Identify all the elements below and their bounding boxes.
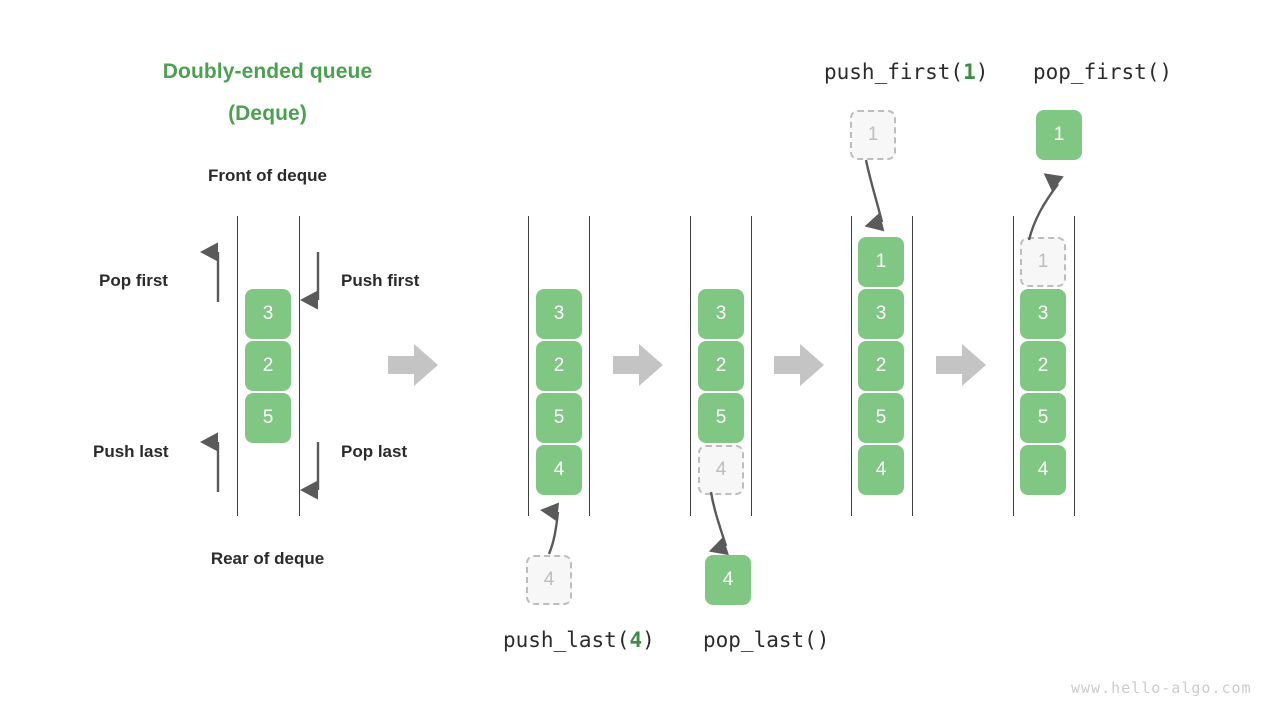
queue-cell: 2 <box>858 341 904 391</box>
queue-cell: 3 <box>858 289 904 339</box>
stage3-boxes: 1 3 2 5 4 <box>1020 237 1066 495</box>
queue-cell: 5 <box>536 393 582 443</box>
step-arrow-3-icon <box>936 344 986 386</box>
queue-cell: 3 <box>1020 289 1066 339</box>
caption-push-first: push_first(1) <box>824 60 988 84</box>
queue-cell: 4 <box>536 445 582 495</box>
queue-cell: 4 <box>1020 445 1066 495</box>
queue-cell: 2 <box>698 341 744 391</box>
push-first-text: Push first <box>341 271 420 290</box>
queue-cell: 4 <box>858 445 904 495</box>
caption-push-first-arg: 1 <box>963 60 976 84</box>
push-first-label: Push first <box>341 271 419 291</box>
stage3-rail-left <box>1013 216 1014 516</box>
queue-cell: 1 <box>858 237 904 287</box>
stage3-external-cell: 1 <box>1036 110 1082 160</box>
caption-push-first-prefix: push_first( <box>824 60 964 84</box>
step-arrow-1-icon <box>613 344 663 386</box>
queue-cell-removed: 4 <box>698 445 744 495</box>
stage1-boxes: 3 2 5 4 <box>698 289 744 495</box>
pop-last-label: Pop last <box>341 442 407 462</box>
stage0-rail-left <box>528 216 529 516</box>
stage2-rail-left <box>851 216 852 516</box>
stage3-remove-arrow <box>1027 173 1064 241</box>
stage1-remove-arrow <box>708 491 729 556</box>
title-text-sub: (Deque) <box>228 102 307 125</box>
pop-first-text: Pop first <box>99 271 168 290</box>
legend-rail-right <box>299 216 300 516</box>
queue-cell: 5 <box>245 393 291 443</box>
stage1-rail-right <box>751 216 752 516</box>
step-arrow-2-icon <box>774 344 824 386</box>
stage3-rail-right <box>1074 216 1075 516</box>
stage0-insert-arrow <box>540 502 560 555</box>
stage0-rail-right <box>589 216 590 516</box>
diagram-title-line2: (Deque) <box>0 94 535 134</box>
rear-of-deque-label: Rear of deque <box>0 549 535 569</box>
step-arrow-0-icon <box>388 344 438 386</box>
stage2-boxes: 1 3 2 5 4 <box>858 237 904 495</box>
queue-cell: 2 <box>1020 341 1066 391</box>
watermark-text: www.hello-algo.com <box>1071 679 1252 697</box>
queue-cell: 3 <box>245 289 291 339</box>
stage2-insert-arrow <box>864 159 885 232</box>
legend-op-arrows <box>200 242 320 500</box>
queue-cell: 2 <box>245 341 291 391</box>
caption-pop-first-text: pop_first() <box>1033 60 1173 84</box>
queue-cell: 2 <box>536 341 582 391</box>
stage0-boxes: 3 2 5 4 <box>536 289 582 495</box>
queue-cell: 5 <box>1020 393 1066 443</box>
rear-of-deque-text: Rear of deque <box>210 549 325 568</box>
pop-first-label: Pop first <box>99 271 168 291</box>
legend-queue-boxes: 3 2 5 <box>245 289 291 443</box>
caption-push-last-prefix: push_last( <box>503 628 630 652</box>
queue-cell: 5 <box>858 393 904 443</box>
caption-push-last-suffix: ) <box>642 628 655 652</box>
legend-rail-left <box>237 216 238 516</box>
queue-cell: 3 <box>698 289 744 339</box>
diagram-title-line1: Doubly-ended queue <box>0 52 535 92</box>
stage0-external-cell: 4 <box>526 555 572 605</box>
caption-pop-last-text: pop_last() <box>703 628 830 652</box>
caption-pop-first: pop_first() <box>1033 60 1172 84</box>
front-of-deque-text: Front of deque <box>208 166 327 185</box>
queue-cell-removed: 1 <box>1020 237 1066 287</box>
caption-push-first-suffix: ) <box>975 60 989 84</box>
caption-push-last: push_last(4) <box>503 628 655 652</box>
watermark: www.hello-algo.com <box>1071 679 1252 697</box>
front-of-deque-label: Front of deque <box>0 166 535 186</box>
queue-cell: 3 <box>536 289 582 339</box>
caption-pop-last: pop_last() <box>703 628 829 652</box>
queue-cell: 5 <box>698 393 744 443</box>
stage1-external-cell: 4 <box>705 555 751 605</box>
caption-push-last-arg: 4 <box>629 628 643 652</box>
stage2-rail-right <box>912 216 913 516</box>
pop-last-text: Pop last <box>341 442 408 461</box>
push-last-text: Push last <box>93 442 169 461</box>
push-last-label: Push last <box>93 442 169 462</box>
title-text-main: Doubly-ended queue <box>162 60 373 83</box>
stage2-external-cell: 1 <box>850 110 896 160</box>
stage1-rail-left <box>690 216 691 516</box>
